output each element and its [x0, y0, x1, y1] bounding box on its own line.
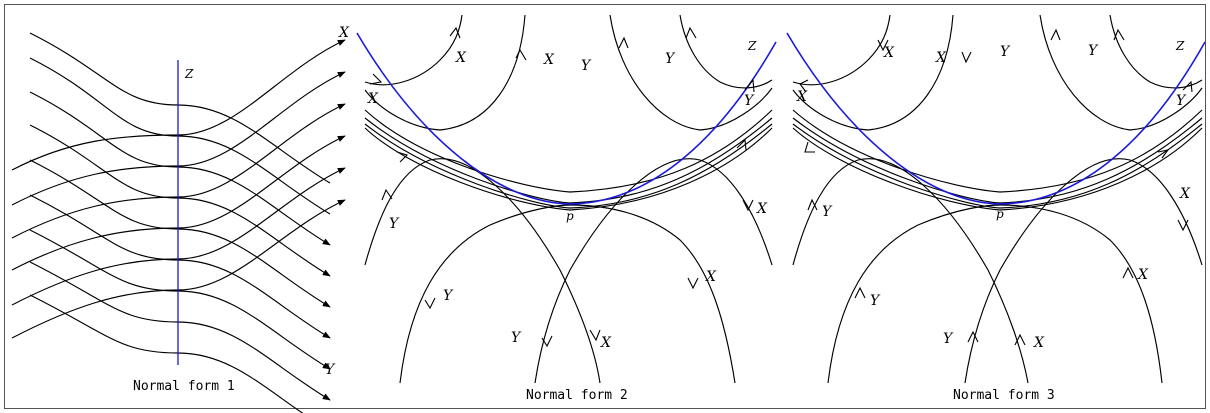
- label-y: Y: [870, 293, 881, 309]
- direction-arrows: [799, 28, 1193, 346]
- label-y: Y: [744, 93, 755, 109]
- panel-normal-form-1: [11, 32, 346, 413]
- label-x: X: [338, 25, 350, 41]
- trajectory-curve: [609, 14, 773, 131]
- label-z: Z: [184, 67, 194, 81]
- trajectory-curve: [792, 158, 1029, 384]
- trajectory-curve: [1109, 14, 1203, 89]
- label-x: X: [1137, 267, 1149, 283]
- label-point-p: p: [996, 207, 1004, 221]
- trajectory-curve: [964, 158, 1203, 384]
- trajectory-curve: [399, 204, 736, 384]
- label-y: Y: [665, 51, 676, 67]
- panel-normal-form-2: [356, 14, 777, 384]
- trajectory-curve: [29, 294, 304, 413]
- label-x: X: [705, 269, 717, 285]
- label-x: X: [1033, 335, 1045, 351]
- trajectory-curve: [679, 14, 773, 89]
- trajectory-curve: [534, 158, 773, 384]
- label-y: Y: [325, 362, 336, 378]
- label-z: Z: [1175, 39, 1185, 53]
- trajectory-curve: [792, 123, 1203, 209]
- label-y: Y: [581, 58, 592, 74]
- trajectory-curve: [364, 109, 773, 193]
- caption-normal-form-2: Normal form 2: [526, 388, 628, 403]
- label-x: X: [543, 52, 555, 68]
- label-y: Y: [1088, 43, 1099, 59]
- panel-normal-form-3: [786, 14, 1206, 384]
- trajectory-curve: [29, 124, 331, 277]
- label-y: Y: [822, 204, 833, 220]
- label-x: X: [600, 335, 612, 351]
- label-x: X: [935, 50, 947, 66]
- label-y: Y: [389, 216, 400, 232]
- direction-arrows: [369, 26, 755, 348]
- trajectory-curve: [364, 14, 526, 131]
- distinguished-curve-z: [356, 32, 777, 205]
- trajectory-curve: [29, 32, 331, 184]
- trajectory-curve: [792, 127, 1203, 211]
- trajectory-curve: [792, 14, 891, 86]
- label-x: X: [883, 45, 895, 61]
- trajectory-curve: [792, 117, 1203, 204]
- trajectory-curve: [29, 159, 331, 308]
- trajectory-curve: [29, 57, 331, 215]
- trajectory-curve: [364, 123, 773, 209]
- trajectory-curve: [29, 194, 331, 339]
- trajectory-curve: [364, 158, 601, 384]
- label-x: X: [796, 89, 808, 105]
- trajectory-curve: [29, 91, 331, 246]
- trajectory-curve: [364, 117, 773, 204]
- figure-frame: [4, 4, 1206, 409]
- trajectory-curve: [792, 109, 1203, 193]
- label-z: Z: [747, 39, 757, 53]
- label-x: X: [455, 50, 467, 66]
- label-x: X: [756, 201, 768, 217]
- trajectory-curve: [1039, 14, 1203, 131]
- label-point-p: p: [566, 209, 574, 223]
- caption-normal-form-1: Normal form 1: [133, 379, 235, 394]
- label-y: Y: [511, 330, 522, 346]
- label-y: Y: [1000, 44, 1011, 60]
- label-y: Y: [1176, 93, 1187, 109]
- trajectory-curve: [827, 204, 1163, 384]
- distinguished-curve-z: [786, 32, 1206, 205]
- trajectory-curve: [364, 14, 463, 86]
- label-y: Y: [443, 288, 454, 304]
- trajectory-curve: [29, 229, 331, 370]
- trajectory-curve: [792, 14, 954, 131]
- label-y: Y: [943, 331, 954, 347]
- label-x: X: [1179, 186, 1191, 202]
- trajectory-curve: [364, 127, 773, 211]
- label-x: X: [367, 91, 379, 107]
- caption-normal-form-3: Normal form 3: [953, 388, 1055, 403]
